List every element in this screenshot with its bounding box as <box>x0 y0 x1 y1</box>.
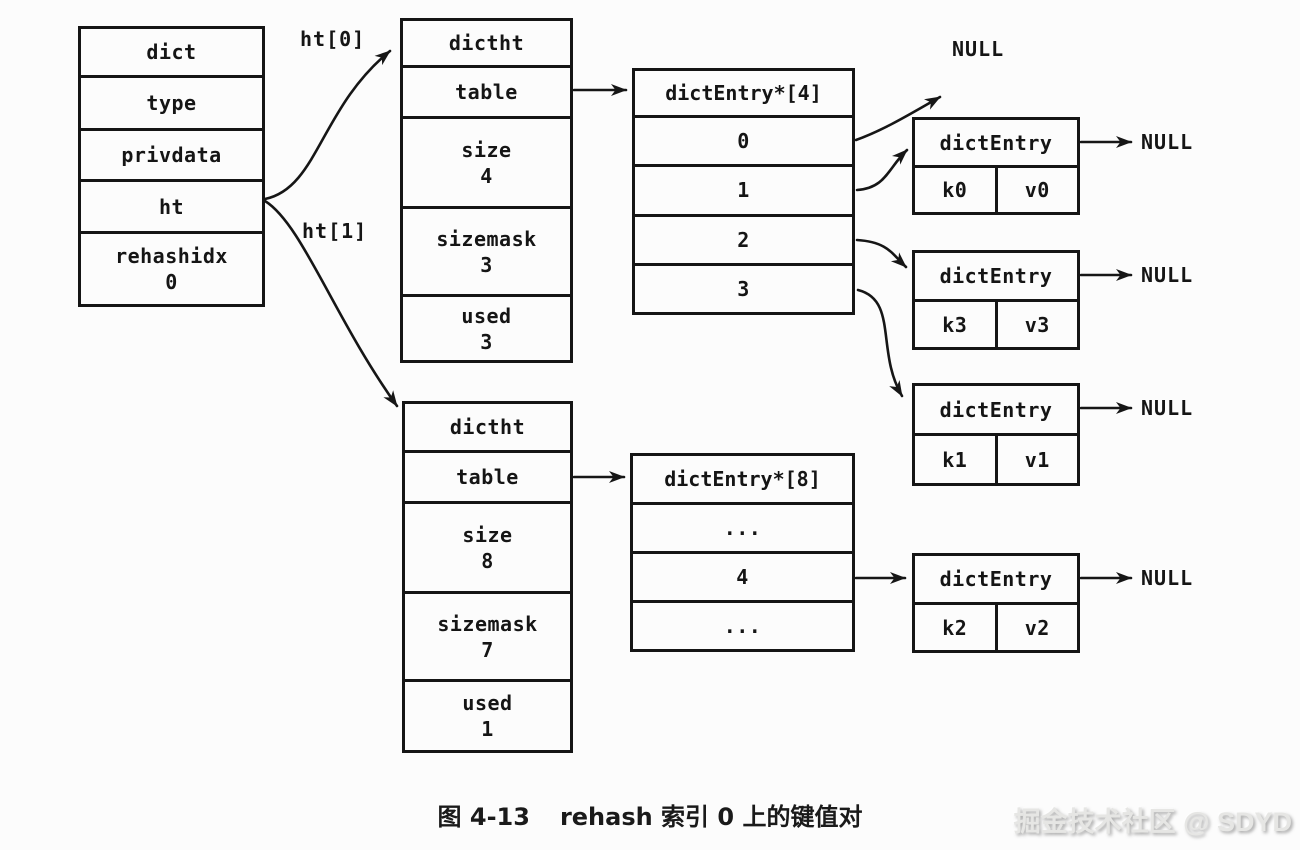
entry3-kv-row: k3 v3 <box>915 302 1077 347</box>
sizemask-value: 7 <box>481 637 494 662</box>
dict-field-ht: ht <box>81 182 262 234</box>
dictht1-used: used 1 <box>405 682 570 750</box>
rehashidx-value: 0 <box>165 270 178 294</box>
array0-title: dictEntry*[4] <box>635 71 852 118</box>
null-label-entry2: NULL <box>1141 566 1194 590</box>
slot3-to-entry1-arrow <box>856 288 904 398</box>
entry1-title: dictEntry <box>915 386 1077 436</box>
null-label-entry1: NULL <box>1141 396 1194 420</box>
dictht0-table: table <box>403 68 570 119</box>
dictht0-used: used 3 <box>403 297 570 360</box>
array1-slot-ellipsis-bottom: ... <box>633 600 852 649</box>
entry0-kv-row: k0 v0 <box>915 168 1077 212</box>
entry0-key: k0 <box>915 168 998 212</box>
dict-field-type: type <box>81 78 262 131</box>
size-value: 8 <box>481 548 494 573</box>
bucket-array1-box: dictEntry*[8] ... 4 ... <box>630 453 855 652</box>
entry1-kv-row: k1 v1 <box>915 436 1077 483</box>
entry3-title: dictEntry <box>915 253 1077 302</box>
array1-title: dictEntry*[8] <box>633 456 852 505</box>
array1-slot-4: 4 <box>633 551 852 600</box>
used-value: 3 <box>480 329 493 354</box>
array0-slot-2: 2 <box>635 213 852 263</box>
entry0-value: v0 <box>1024 178 1050 202</box>
rehashidx-label: rehashidx <box>115 244 228 268</box>
dict-field-privdata: privdata <box>81 131 262 182</box>
entry1-value: v1 <box>1024 447 1050 472</box>
size-value: 4 <box>480 163 493 188</box>
entry1-key: k1 <box>915 436 998 483</box>
null-label-entry3: NULL <box>1141 263 1194 287</box>
used-value: 1 <box>481 717 494 741</box>
sizemask-label: sizemask <box>436 226 537 251</box>
dictht1-title: dictht <box>405 404 570 453</box>
null-label-entry0: NULL <box>1141 130 1194 154</box>
dictht1-sizemask: sizemask 7 <box>405 594 570 682</box>
entry2-kv-row: k2 v2 <box>915 605 1077 650</box>
dict-field-rehashidx: rehashidx 0 <box>81 234 262 304</box>
figure-caption-text: rehash 索引 0 上的键值对 <box>559 803 863 831</box>
array0-slot-1: 1 <box>635 164 852 213</box>
dictentry-k1v1-box: dictEntry k1 v1 <box>912 383 1080 486</box>
dictht0-title: dictht <box>403 21 570 68</box>
dictht1-size: size 8 <box>405 504 570 594</box>
sizemask-label: sizemask <box>437 611 538 636</box>
dictht0-box: dictht table size 4 sizemask 3 used 3 <box>400 18 573 363</box>
size-label: size <box>461 137 512 162</box>
dictht1-table: table <box>405 453 570 504</box>
ht0-pointer-arrow <box>263 49 392 201</box>
dictentry-k3v3-box: dictEntry k3 v3 <box>912 250 1080 350</box>
dictentry-k0v0-box: dictEntry k0 v0 <box>912 117 1080 215</box>
ht1-pointer-label: ht[1] <box>302 219 368 243</box>
sizemask-value: 3 <box>480 252 493 277</box>
bucket-array0-box: dictEntry*[4] 0 1 2 3 <box>632 68 855 315</box>
array1-slot-ellipsis-top: ... <box>723 516 762 540</box>
slot2-to-entry3-arrow <box>855 238 908 269</box>
entry3-key: k3 <box>915 302 998 347</box>
dictht1-box: dictht table size 8 sizemask 7 used 1 <box>402 401 573 753</box>
ht0-pointer-label: ht[0] <box>300 27 366 51</box>
figure-number: 图 4-13 <box>437 803 530 831</box>
size-label: size <box>462 522 513 547</box>
slot1-to-entry0-arrow <box>855 148 909 192</box>
used-label: used <box>462 691 513 715</box>
dictentry-k2v2-box: dictEntry k2 v2 <box>912 553 1080 653</box>
dictht0-size: size 4 <box>403 119 570 209</box>
array0-slot-3: 3 <box>635 262 852 312</box>
dict-struct-box: dict type privdata ht rehashidx 0 <box>78 26 265 307</box>
used-label: used <box>461 303 512 328</box>
entry2-key: k2 <box>915 605 998 650</box>
dictht0-sizemask: sizemask 3 <box>403 209 570 297</box>
array0-slot-0: 0 <box>737 129 750 154</box>
null-label-top: NULL <box>952 37 1005 61</box>
entry2-title: dictEntry <box>915 556 1077 605</box>
figure-caption: 图 4-13 rehash 索引 0 上的键值对 <box>0 797 1300 832</box>
dict-title: dict <box>81 29 262 78</box>
entry0-title: dictEntry <box>915 120 1077 168</box>
entry2-value: v2 <box>1024 615 1050 640</box>
entry3-value: v3 <box>1024 312 1050 337</box>
watermark: 掘金技术社区 @ SDYD <box>1013 807 1292 837</box>
